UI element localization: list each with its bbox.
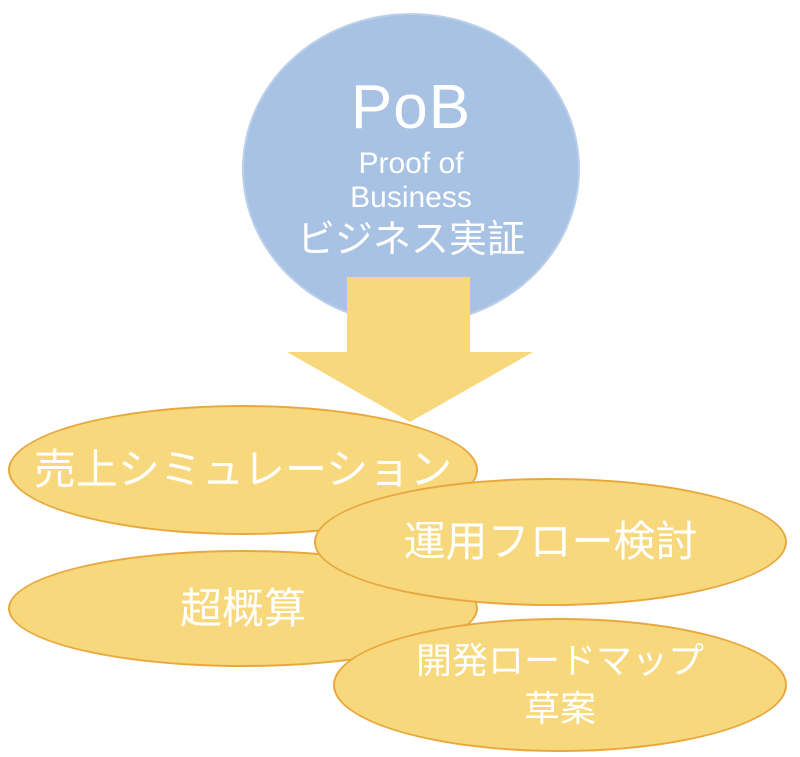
ellipse-sales-simulation-label: 売上シミュレーション — [33, 446, 453, 493]
pob-acronym: PoB — [350, 73, 472, 142]
pob-subtitle-line1: Proof of — [358, 147, 464, 180]
ellipse-dev-roadmap-draft: 開発ロードマップ 草案 — [333, 618, 787, 752]
pob-circle: PoB Proof of Business ビジネス実証 — [242, 13, 580, 325]
pob-subtitle-line2: Business — [350, 181, 472, 214]
ellipse-rough-estimate-label: 超概算 — [179, 584, 306, 632]
ellipse-dev-roadmap-draft-label-line2: 草案 — [523, 688, 596, 729]
pob-subtitle: Proof of Business — [350, 147, 472, 215]
ellipse-dev-roadmap-draft-label-line1: 開発ロードマップ — [415, 640, 704, 681]
pob-subtitle-ja: ビジネス実証 — [296, 219, 525, 261]
ellipse-operation-flow-review-label: 運用フロー検討 — [403, 518, 698, 565]
ellipse-sales-simulation: 売上シミュレーション — [8, 405, 478, 535]
ellipse-operation-flow-review: 運用フロー検討 — [314, 478, 787, 606]
